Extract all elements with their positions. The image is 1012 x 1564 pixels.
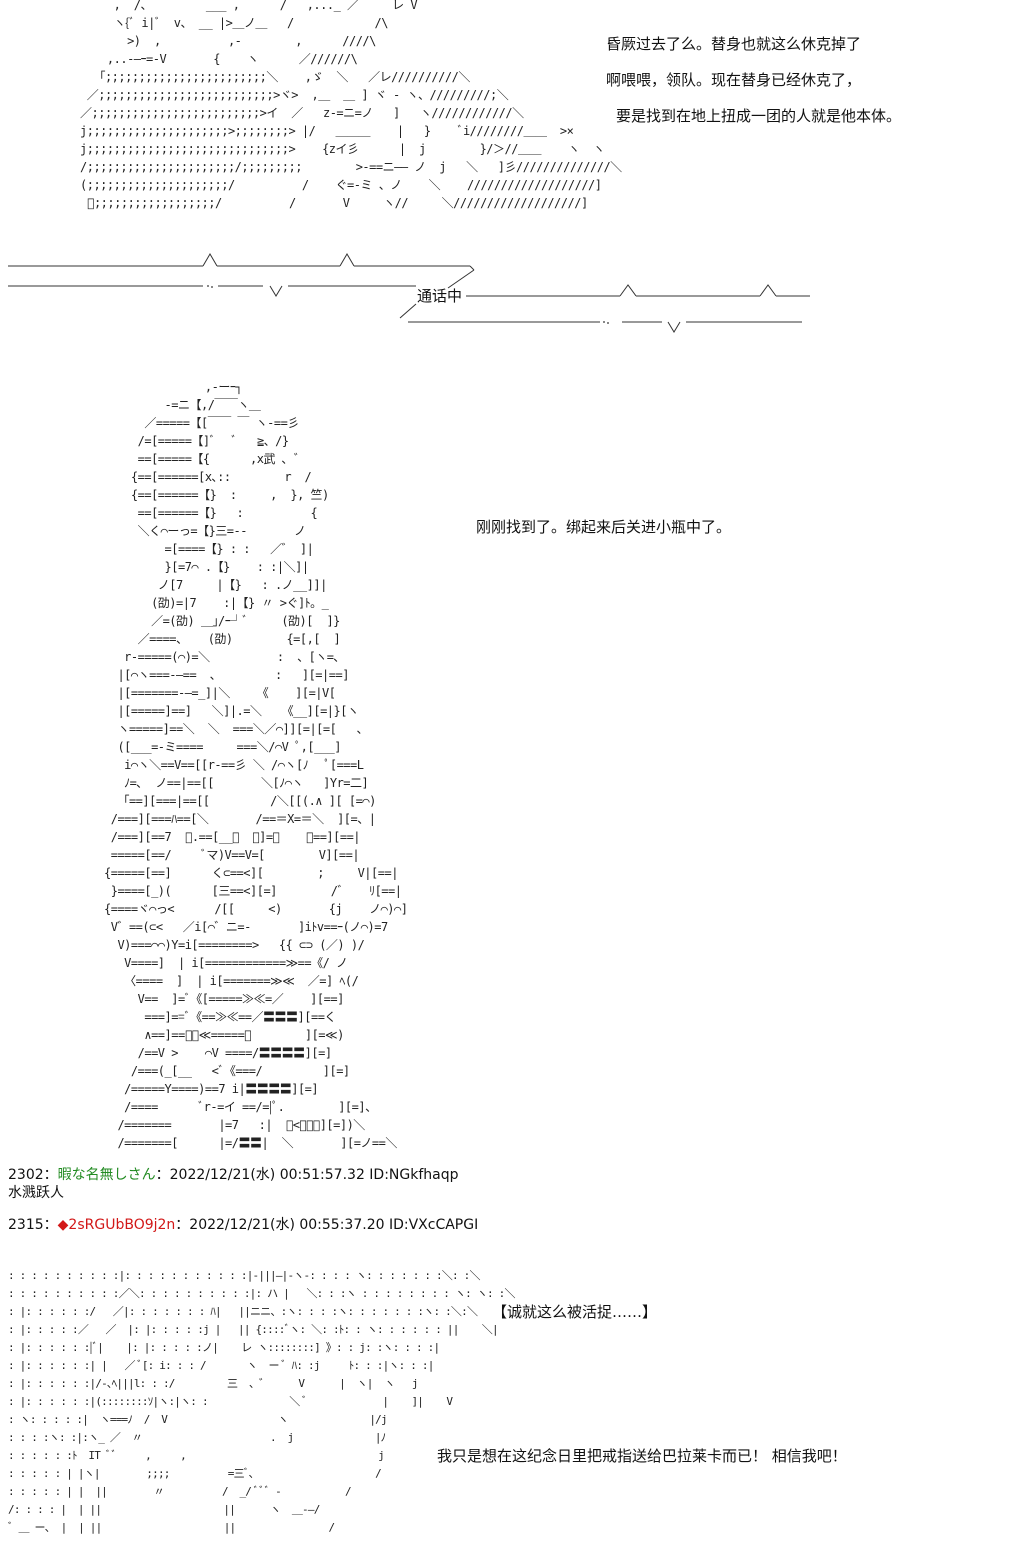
ascii-art-standing-man-panel2: ,‐ーｰ┐ -=ニ【,/￣￣ヽ＿ ／=====【[￣￣ ￣ ヽ-==彡 /=[=… [104, 380, 408, 1150]
ascii-art-panel3: : : : : : : : : : :|: : : : : : : : : : … [8, 1269, 515, 1534]
dialog-line: 啊喂喂，领队。现在替身已经休克了， [606, 71, 862, 89]
post-separator: ： [43, 1167, 58, 1183]
post-number: 2302 [8, 1167, 44, 1183]
post-number: 2315 [8, 1217, 44, 1233]
panel3-caption: 【诚就这么被活捉……】 [492, 1303, 658, 1321]
post-body-2302: 水溅跃人 [8, 1185, 64, 1201]
dialog-line: 要是找到在地上扭成一团的人就是他本体。 [616, 107, 902, 125]
trip-diamond-icon: ◆ [57, 1217, 69, 1233]
post-header-2315: 2315：◆2sRGUbBO9j2n：2022/12/21(水) 00:55:3… [8, 1216, 478, 1234]
phone-call-frame [8, 253, 810, 333]
post-meta: ：2022/12/21(水) 00:51:57.32 ID:NGkfhaqp [155, 1167, 459, 1183]
phone-call-label: 通话中 [417, 287, 463, 305]
post-header-2302: 2302：暇な名無しさん：2022/12/21(水) 00:51:57.32 I… [8, 1166, 459, 1184]
post-separator: ： [43, 1217, 58, 1233]
panel2-dialog-line: 刚刚找到了。绑起来后关进小瓶中了。 [476, 518, 732, 536]
dialog-line: 昏厥过去了么。替身也就这么休克掉了 [606, 35, 862, 53]
panel3-dialog-line: 我只是想在这纪念日里把戒指送给巴拉莱卡而已！ 相信我吧！ [437, 1447, 847, 1465]
poster-name[interactable]: 2sRGUbBO9j2n [68, 1217, 176, 1233]
post-meta: ：2022/12/21(水) 00:55:37.20 ID:VXcCAPGI [175, 1217, 479, 1233]
poster-name[interactable]: 暇な名無しさん [57, 1167, 156, 1183]
ascii-art-standing-figure-panel1: , /、 ___ , / ,..._ ／ レ V ヽ{ﾞ i|ﾞ v、 __ |… [80, 0, 622, 210]
